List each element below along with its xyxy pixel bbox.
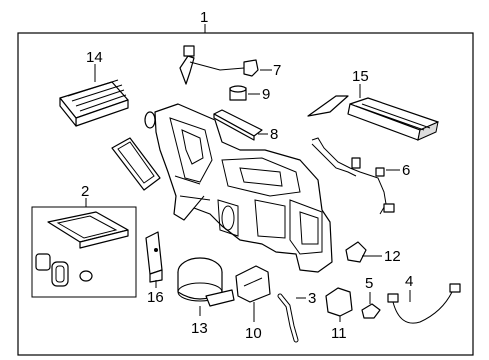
seal-kit-parts <box>35 211 129 287</box>
callout-8: 8 <box>270 126 278 143</box>
assembly-frame <box>17 32 474 356</box>
callout-4: 4 <box>405 273 413 290</box>
mount-bracket-part <box>145 231 163 283</box>
callout-14: 14 <box>86 49 103 66</box>
drain-hose-part <box>277 293 299 343</box>
callout-5: 5 <box>365 275 373 292</box>
foam-strip-part <box>213 109 263 141</box>
callout-15: 15 <box>352 68 369 85</box>
seal-oval-part <box>144 111 156 129</box>
callout-1: 1 <box>200 9 208 26</box>
blower-motor-part <box>177 257 235 307</box>
callout-12: 12 <box>384 248 401 265</box>
heater-core-part <box>307 95 439 141</box>
callout-16: 16 <box>147 289 164 306</box>
callout-6: 6 <box>402 162 410 179</box>
sensor-cable-part <box>387 283 461 324</box>
callout-2: 2 <box>81 183 89 200</box>
connector-clip-part <box>361 303 381 319</box>
leader-lines <box>85 24 411 322</box>
gasket-frame-part <box>111 137 161 191</box>
subkit-frame <box>31 206 137 298</box>
cabin-filter-part <box>59 79 129 127</box>
mode-actuator-part <box>235 265 271 303</box>
wire-harness-part <box>311 137 395 215</box>
callout-11: 11 <box>331 325 347 342</box>
hvac-housing-part <box>154 103 333 273</box>
callout-7: 7 <box>273 62 281 79</box>
actuator-bracket-part <box>179 45 259 85</box>
callout-9: 9 <box>262 86 270 103</box>
callout-3: 3 <box>308 290 316 307</box>
temperature-sensor-part <box>345 241 367 263</box>
blend-door-motor-part <box>229 85 247 101</box>
callout-10: 10 <box>245 325 262 342</box>
recirc-actuator-part <box>325 287 353 317</box>
callout-13: 13 <box>191 320 208 337</box>
